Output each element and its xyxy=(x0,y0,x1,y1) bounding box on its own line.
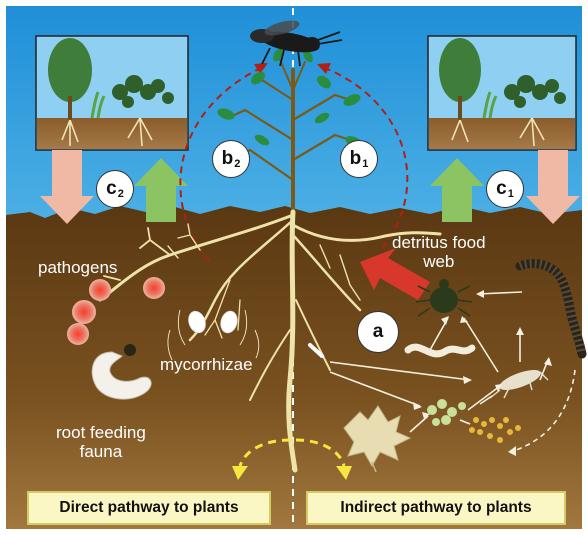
pathogens-label: pathogens xyxy=(38,258,117,277)
indirect-pathway-box: Indirect pathway to plants xyxy=(306,491,566,525)
label-c2: c2 xyxy=(96,170,134,208)
label-c1: c1 xyxy=(486,170,524,208)
label-a: a xyxy=(357,311,399,353)
mycorrhizae-label: mycorrhizae xyxy=(160,355,253,374)
direct-pathway-box: Direct pathway to plants xyxy=(27,491,271,525)
right-inset-panel xyxy=(428,36,576,150)
label-b1: b1 xyxy=(340,140,378,178)
detritus-food-web-label: detritus food web xyxy=(392,233,486,271)
root-feeding-fauna-label: root feeding fauna xyxy=(56,423,146,461)
label-b2: b2 xyxy=(212,140,250,178)
left-inset-panel xyxy=(36,36,188,150)
